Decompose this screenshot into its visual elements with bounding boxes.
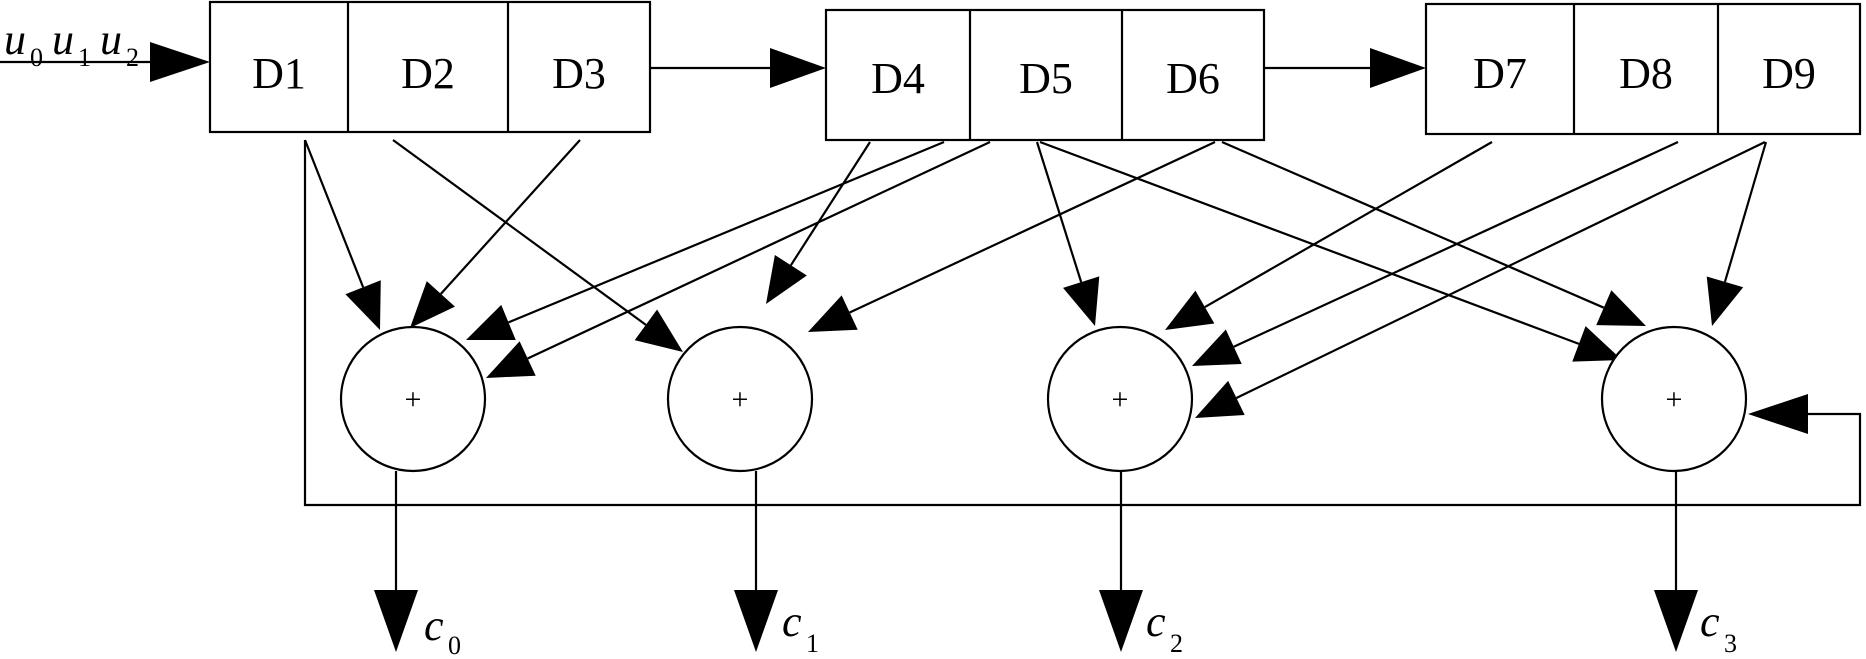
output-arrow-c0	[374, 471, 418, 652]
tap-d9-to-c2	[1195, 141, 1766, 418]
output-arrow-c1	[734, 471, 778, 652]
tap-connections	[303, 139, 1768, 418]
tap-d2-to-c1	[392, 139, 683, 352]
adder-circle-c1	[666, 325, 814, 473]
tap-d5-to-c3	[1039, 140, 1622, 362]
adder-circle-c3	[1600, 325, 1748, 473]
tap-d5-to-c2	[1035, 141, 1100, 326]
adder-c2: +	[1046, 325, 1194, 473]
register-d3: D3	[552, 49, 606, 98]
register-d5: D5	[1019, 54, 1073, 103]
tap-d8-to-c2	[1192, 141, 1679, 366]
tap-d3-to-c0	[410, 139, 581, 328]
shift-arrow-2	[1264, 48, 1426, 88]
output-symbol-c0: c	[424, 601, 444, 650]
input-symbol-u1: u	[52, 15, 74, 64]
adder-c0: +	[339, 325, 487, 473]
input-subscript-2: 2	[126, 43, 139, 72]
input-subscript-1: 1	[78, 43, 91, 72]
input-arrow	[0, 42, 210, 82]
output-subscript-0: 0	[448, 631, 461, 659]
tap-d4-to-c1	[766, 141, 871, 304]
output-arrow-c3	[1654, 471, 1698, 652]
register-d7: D7	[1473, 49, 1527, 98]
adder-plus-sign: +	[732, 383, 749, 416]
output-symbol-c2: c	[1146, 597, 1166, 646]
input-label: u 0 u 1 u 2	[4, 15, 139, 72]
register-group-3-frame	[1424, 2, 1862, 136]
output-symbol-c1: c	[782, 597, 802, 646]
input-symbol-u2: u	[100, 15, 122, 64]
shift-arrow-1	[650, 48, 826, 88]
register-d2: D2	[401, 49, 455, 98]
register-group-2: D4 D5 D6	[824, 8, 1266, 142]
tap-d7-to-c2	[1165, 141, 1493, 330]
output-label-c2: c 2	[1146, 597, 1183, 658]
tap-d1-to-c0	[303, 139, 381, 330]
tap-d6-to-c1	[808, 141, 1216, 332]
feedback-loop	[303, 140, 1862, 507]
register-d6: D6	[1166, 54, 1220, 103]
adder-plus-sign: +	[1112, 383, 1129, 416]
input-subscript-0: 0	[30, 43, 43, 72]
register-group-1-frame	[208, 0, 652, 134]
register-group-1: D1 D2 D3	[208, 0, 652, 134]
output-label-c0: c 0	[424, 601, 461, 659]
register-d1: D1	[252, 49, 306, 98]
tap-d6-to-c3	[1221, 140, 1646, 326]
register-group-3: D7 D8 D9	[1424, 2, 1862, 136]
tap-d5-to-c0	[466, 140, 945, 340]
output-subscript-3: 3	[1724, 629, 1737, 658]
adder-plus-sign: +	[405, 383, 422, 416]
adder-circle-c0	[339, 325, 487, 473]
adder-c1: +	[666, 325, 814, 473]
input-symbol-u0: u	[4, 15, 26, 64]
register-d9: D9	[1762, 49, 1816, 98]
register-d8: D8	[1619, 49, 1673, 98]
register-d4: D4	[871, 54, 925, 103]
adder-plus-sign: +	[1666, 383, 1683, 416]
output-arrow-c2	[1099, 471, 1143, 652]
register-group-2-frame	[824, 8, 1266, 142]
output-subscript-1: 1	[806, 629, 819, 658]
tap-d5-to-c0	[486, 141, 991, 378]
output-label-c3: c 3	[1700, 597, 1737, 658]
output-label-c1: c 1	[782, 597, 819, 658]
output-symbol-c3: c	[1700, 597, 1720, 646]
adder-c3: +	[1600, 325, 1748, 473]
output-subscript-2: 2	[1170, 629, 1183, 658]
tap-d9-to-c3	[1706, 141, 1768, 326]
